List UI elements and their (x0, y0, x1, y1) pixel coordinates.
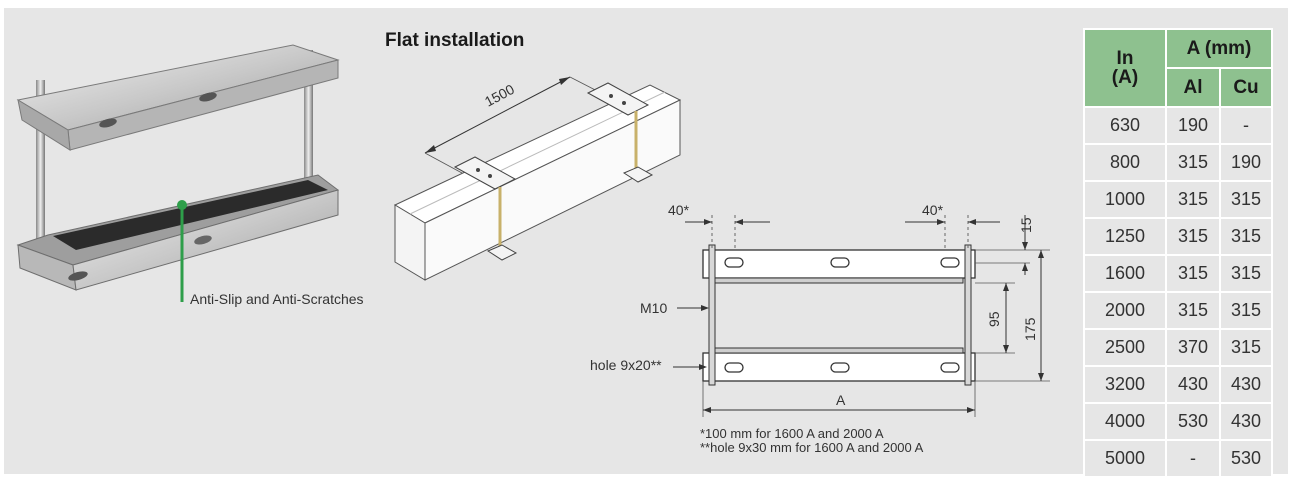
threaded-rod-right (304, 50, 313, 210)
cell-cu: - (1219, 106, 1273, 145)
threaded-rod-left (36, 80, 45, 250)
anti-slip-label: Anti-Slip and Anti-Scratches (190, 291, 364, 307)
cell-in: 2000 (1083, 291, 1167, 330)
rod-right (964, 244, 972, 386)
bracket-right (586, 82, 650, 116)
header-in-label: In (1116, 48, 1134, 69)
cell-in: 2500 (1083, 328, 1167, 367)
header-in-unit: (A) (1111, 67, 1139, 88)
cell-cu: 315 (1219, 180, 1273, 219)
cell-al: 315 (1165, 254, 1221, 293)
cell-al: 315 (1165, 180, 1221, 219)
cell-al: - (1165, 439, 1221, 478)
cell-in: 5000 (1083, 439, 1167, 478)
cell-in: 3200 (1083, 365, 1167, 404)
label-m10: M10 (640, 300, 667, 316)
cell-al: 315 (1165, 217, 1221, 256)
header-a: A (mm) (1165, 28, 1273, 69)
cell-al: 315 (1165, 291, 1221, 330)
cell-in: 4000 (1083, 402, 1167, 441)
dim-95: 95 (986, 311, 1002, 327)
bracket-illustration (16, 44, 340, 302)
cell-in: 800 (1083, 143, 1167, 182)
cell-in: 1000 (1083, 180, 1167, 219)
dim-40-left: 40* (668, 202, 690, 218)
cell-cu: 190 (1219, 143, 1273, 182)
cell-cu: 530 (1219, 439, 1273, 478)
cell-cu: 315 (1219, 291, 1273, 330)
footnote-1: *100 mm for 1600 A and 2000 A (700, 426, 884, 441)
cell-al: 430 (1165, 365, 1221, 404)
header-in: In (A) (1083, 28, 1167, 108)
dim-40-right: 40* (922, 202, 944, 218)
cell-in: 1600 (1083, 254, 1167, 293)
bracket-left (453, 156, 517, 190)
cell-in: 1250 (1083, 217, 1167, 256)
installation-isometric: 1500 (393, 76, 682, 281)
callout-dot (177, 200, 187, 210)
cell-cu: 315 (1219, 254, 1273, 293)
footnotes: *100 mm for 1600 A and 2000 A **hole 9x3… (700, 427, 923, 455)
rod-left (708, 244, 716, 386)
cell-cu: 430 (1219, 402, 1273, 441)
cell-cu: 430 (1219, 365, 1273, 404)
dim-175: 175 (1022, 317, 1038, 341)
dim-15: 15 (1018, 217, 1034, 233)
cell-al: 190 (1165, 106, 1221, 145)
cell-al: 530 (1165, 402, 1221, 441)
cell-in: 630 (1083, 106, 1167, 145)
technical-drawing: 40* 40* 15 95 175 M10 hole 9x20** A (590, 202, 1050, 417)
cell-cu: 315 (1219, 328, 1273, 367)
header-al: Al (1165, 67, 1221, 108)
cell-al: 370 (1165, 328, 1221, 367)
busbar-side (424, 99, 681, 281)
header-cu: Cu (1219, 67, 1273, 108)
page-title: Flat installation (385, 30, 525, 51)
dim-a: A (836, 392, 846, 408)
cell-al: 315 (1165, 143, 1221, 182)
cell-cu: 315 (1219, 217, 1273, 256)
dim-line-1500 (424, 76, 571, 154)
label-hole: hole 9x20** (590, 357, 662, 373)
table-row: 5000-530 (1083, 439, 1273, 478)
footnote-2: **hole 9x30 mm for 1600 A and 2000 A (700, 440, 924, 455)
dim-1500: 1500 (482, 81, 517, 110)
anti-slip-pad (53, 180, 328, 250)
